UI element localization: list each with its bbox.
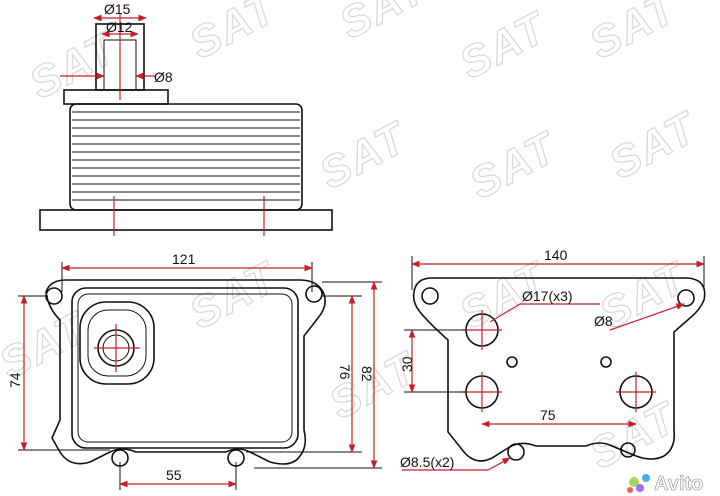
small-hole-1 (506, 356, 518, 368)
mount-hole-1 (421, 287, 439, 305)
watermark-8: SAT (602, 102, 706, 188)
dim-dia17x3: Ø17(x3) (522, 288, 573, 304)
bolt-hole-1 (45, 287, 63, 305)
watermark-layer: SAT SAT SAT SAT SAT SAT SAT SAT SAT SAT … (0, 0, 706, 479)
dim-height74: 74 (7, 372, 23, 388)
plate-lines (72, 111, 300, 201)
top-view: 121 74 76 82 55 (7, 251, 382, 490)
dim-dia85x2: Ø8.5(x2) (400, 454, 454, 470)
avito-logo-text: Avito (654, 473, 703, 495)
small-hole-2 (600, 356, 612, 368)
bottom-view: 140 Ø17(x3) Ø8 30 75 Ø8.5(x2) (399, 247, 706, 471)
watermark-3: SAT (332, 0, 436, 49)
outlet-boss (79, 301, 155, 385)
dim-width140: 140 (544, 247, 568, 263)
dim-gap75: 75 (540, 407, 556, 423)
dim-width121: 121 (172, 251, 196, 267)
dim-dia8-right: Ø8 (594, 313, 613, 329)
dim-height76: 76 (337, 364, 353, 380)
mount-hole-3 (507, 443, 525, 461)
dim-gap30: 30 (399, 356, 415, 372)
bottom-flange-outline (412, 277, 706, 462)
watermark-2: SAT (182, 0, 286, 69)
watermark-1: SAT (22, 22, 126, 108)
avito-badge: Avito (627, 473, 704, 495)
dim-dia15: Ø15 (104, 1, 131, 17)
watermark-7: SAT (462, 122, 566, 208)
nozzle-collar (63, 89, 169, 105)
flange-outline (45, 279, 326, 465)
dim-width55: 55 (166, 467, 182, 483)
side-view: Ø15 Ø12 Ø8 (39, 1, 333, 236)
watermark-4: SAT (452, 2, 556, 88)
base-flange (39, 209, 333, 231)
core-body (71, 287, 299, 449)
mount-hole-2 (677, 289, 695, 307)
watermark-6: SAT (312, 112, 416, 198)
watermark-5: SAT (582, 0, 686, 69)
dim-height82: 82 (359, 366, 375, 382)
core-inner (77, 293, 293, 443)
dim-dia8-top: Ø8 (154, 69, 173, 85)
dim-dia12: Ø12 (106, 19, 133, 35)
bolt-hole-2 (305, 285, 323, 303)
watermark-10: SAT (182, 252, 286, 338)
watermark-14: SAT (582, 392, 686, 478)
mount-hole-4 (620, 442, 636, 458)
